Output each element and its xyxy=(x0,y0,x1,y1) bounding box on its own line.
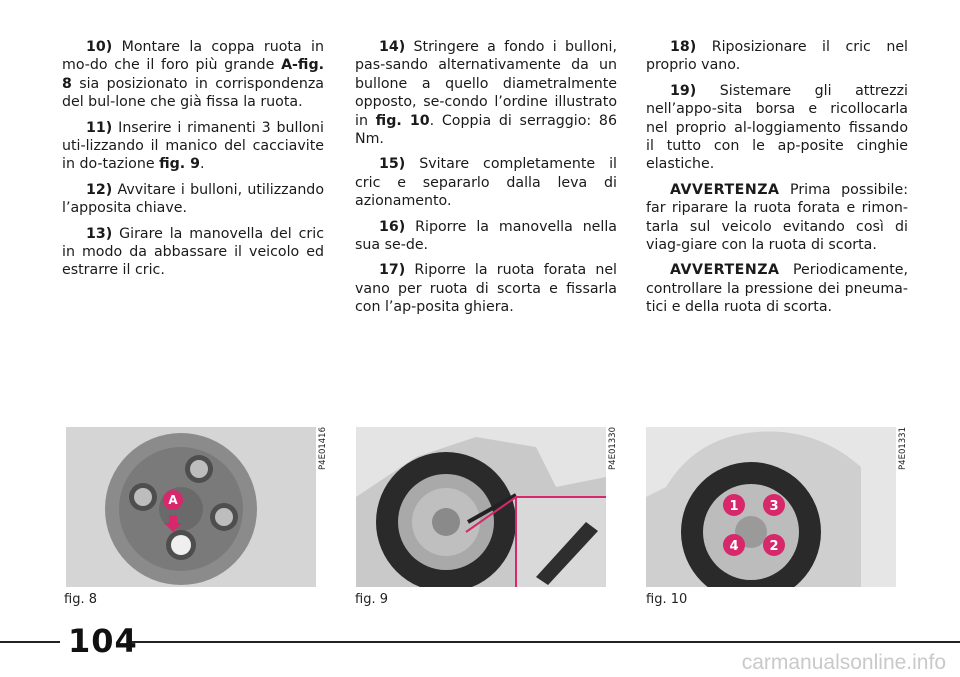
page-number: 104 xyxy=(68,622,138,660)
step-15: 15) Svitare completamente il cric e sepa… xyxy=(355,155,617,210)
figure-caption: fig. 10 xyxy=(646,592,688,607)
bolt-label-3: 3 xyxy=(769,499,778,514)
step-text: Sistemare gli attrezzi nell’appo-sita bo… xyxy=(646,82,908,173)
warning-label: AVVERTENZA xyxy=(670,262,780,279)
wheel-crank-illustration xyxy=(356,427,606,587)
step-10: 10) Montare la coppa ruota in mo-do che … xyxy=(62,38,324,112)
step-text: sia posizionato in corrispondenza del bu… xyxy=(62,75,324,111)
marker-label: A xyxy=(168,493,178,507)
step-text: . xyxy=(199,156,205,173)
step-number: 15) xyxy=(379,156,406,173)
bolt-label-1: 1 xyxy=(729,499,738,514)
image-code: P4E01416 xyxy=(318,427,328,470)
text-column-1: 10) Montare la coppa ruota in mo-do che … xyxy=(62,38,324,287)
step-16: 16) Riporre la manovella nella sua se-de… xyxy=(355,218,617,255)
footer-rule xyxy=(132,641,960,643)
step-number: 14) xyxy=(379,39,406,55)
step-12: 12) Avvitare i bulloni, utilizzando l’ap… xyxy=(62,181,324,218)
step-number: 11) xyxy=(86,119,113,136)
step-number: 13) xyxy=(86,225,113,242)
footer-rule xyxy=(0,641,60,643)
step-number: 18) xyxy=(670,39,697,55)
figure-caption: fig. 8 xyxy=(64,592,97,607)
warning-text: Periodicamente, controllare la pressione… xyxy=(646,262,908,316)
step-text: Riposizionare il cric nel proprio vano. xyxy=(646,39,908,74)
step-19: 19) Sistemare gli attrezzi nell’appo-sit… xyxy=(646,82,908,174)
step-text: Svitare completamente il cric e separarl… xyxy=(355,156,617,210)
figure-8-hubcap-image: A xyxy=(66,427,316,587)
warning-label: AVVERTENZA xyxy=(670,181,780,198)
step-text: Girare la manovella del cric in modo da … xyxy=(62,225,324,279)
figure-caption: fig. 9 xyxy=(355,592,388,607)
watermark: carmanualsonline.info xyxy=(741,651,946,674)
bolt-label-2: 2 xyxy=(769,539,778,554)
figure-9-wheel-crank-image xyxy=(356,427,606,587)
figure-ref: A-fig. 8 xyxy=(62,57,324,92)
step-14: 14) Stringere a fondo i bulloni, pas-san… xyxy=(355,38,617,148)
step-number: 17) xyxy=(379,262,406,279)
step-text: Stringere a fondo i bulloni, pas-sando a… xyxy=(355,39,617,129)
text-column-3: 18) Riposizionare il cric nel proprio va… xyxy=(646,38,908,324)
bolt-order-illustration: 1 3 4 2 xyxy=(646,427,896,587)
step-text: Avvitare i bulloni, utilizzando l’apposi… xyxy=(62,181,324,217)
figure-10-bolt-order-image: 1 3 4 2 xyxy=(646,427,896,587)
step-11: 11) Inserire i rimanenti 3 bulloni uti-l… xyxy=(62,119,324,174)
step-text: Montare la coppa ruota in mo-do che il f… xyxy=(62,39,324,74)
image-code: P4E01331 xyxy=(898,427,908,470)
bolt-label-4: 4 xyxy=(729,539,738,554)
step-text: . Coppia di serraggio: 86 Nm. xyxy=(355,112,617,148)
step-text: Riporre la manovella nella sua se-de. xyxy=(355,218,617,254)
step-number: 12) xyxy=(86,181,113,198)
step-number: 10) xyxy=(86,39,113,55)
step-text: Inserire i rimanenti 3 bulloni uti-lizza… xyxy=(62,119,324,173)
warning-2: AVVERTENZA Periodicamente, controllare l… xyxy=(646,261,908,316)
image-code: P4E01330 xyxy=(608,427,618,470)
step-13: 13) Girare la manovella del cric in modo… xyxy=(62,225,324,280)
step-number: 19) xyxy=(670,82,697,99)
step-18: 18) Riposizionare il cric nel proprio va… xyxy=(646,38,908,75)
step-17: 17) Riporre la ruota forata nel vano per… xyxy=(355,261,617,316)
step-number: 16) xyxy=(379,218,406,235)
warning-text: Prima possibile: far riparare la ruota f… xyxy=(646,181,908,254)
figure-ref: fig. 10 xyxy=(375,112,430,129)
hubcap-illustration: A xyxy=(66,427,316,587)
step-text: Riporre la ruota forata nel vano per ruo… xyxy=(355,262,617,316)
warning-1: AVVERTENZA Prima possibile: far riparare… xyxy=(646,181,908,255)
figure-ref: fig. 9 xyxy=(159,156,200,173)
text-column-2: 14) Stringere a fondo i bulloni, pas-san… xyxy=(355,38,617,324)
